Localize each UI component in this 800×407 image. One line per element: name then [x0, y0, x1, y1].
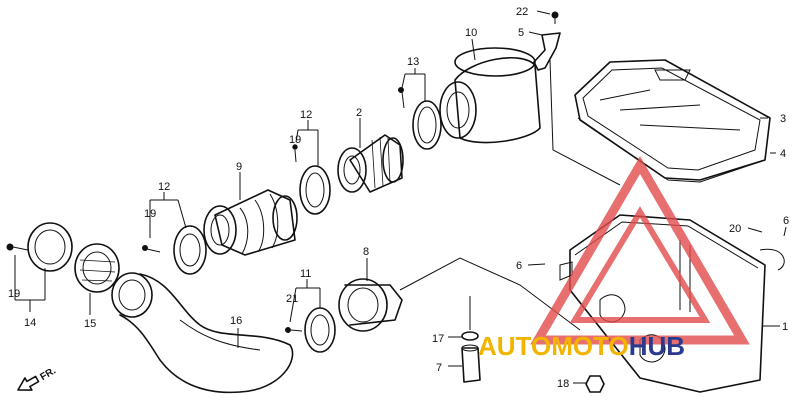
front-direction-arrow: FR.: [17, 365, 59, 391]
callout-10: 10: [465, 27, 477, 39]
callout-16: 16: [230, 315, 242, 327]
automotohub-watermark: AUTOMOTOHUB: [478, 156, 750, 361]
callout-7: 7: [436, 362, 442, 374]
watermark-inner-triangle: [569, 206, 711, 323]
callout-14: 14: [24, 317, 36, 329]
air-filter-element: [439, 47, 541, 144]
callout-20: 20: [729, 223, 741, 235]
callout-19-upper: 19: [289, 134, 301, 146]
intake-duct: [203, 189, 298, 256]
bracket: [533, 11, 561, 71]
clamp-11: [285, 307, 336, 353]
joint-15: [74, 243, 120, 293]
callout-2: 2: [356, 107, 362, 119]
callout-12-lower: 12: [158, 181, 170, 193]
clamp-13: [398, 87, 442, 150]
callout-5: 5: [518, 27, 524, 39]
callout-1: 1: [782, 321, 788, 333]
watermark-word-1: AUTO: [478, 331, 551, 361]
callout-12-upper: 12: [300, 109, 312, 121]
svg-text:AUTOMOTOHUB: AUTOMOTOHUB: [478, 331, 685, 361]
callout-17: 17: [432, 333, 444, 345]
air-cleaner-cover: [574, 59, 771, 183]
callout-22: 22: [516, 6, 528, 18]
connecting-tube: [337, 134, 404, 193]
watermark-word-3: HUB: [629, 331, 685, 361]
drain-parts: [461, 331, 605, 393]
callout-4: 4: [780, 148, 786, 160]
leader-lines: [14, 10, 787, 384]
intake-tube-16: [111, 272, 294, 394]
callout-3: 3: [780, 113, 786, 125]
callout-11: 11: [300, 268, 311, 280]
watermark-triangle: [530, 156, 750, 345]
callout-6-left: 6: [516, 260, 522, 272]
callout-8: 8: [363, 246, 369, 258]
callout-labels: 22 5 10 13 12 2 19 9 12 19 3 4 8 11 21 1…: [8, 6, 789, 390]
callout-6-right: 6: [783, 215, 789, 227]
callout-18: 18: [557, 378, 569, 390]
front-direction-label: FR.: [39, 365, 59, 383]
joint-8: [338, 278, 403, 332]
callout-21: 21: [286, 293, 298, 305]
callout-13: 13: [407, 56, 419, 68]
callout-9: 9: [236, 161, 242, 173]
callout-19-left: 19: [8, 288, 20, 300]
callout-19-mid: 19: [144, 208, 156, 220]
watermark-word-2: MOTO: [551, 331, 629, 361]
band-14: [6, 222, 73, 272]
clamp-12-lower: [142, 225, 207, 275]
clamp-12-upper: [292, 144, 331, 215]
callout-15: 15: [84, 318, 96, 330]
